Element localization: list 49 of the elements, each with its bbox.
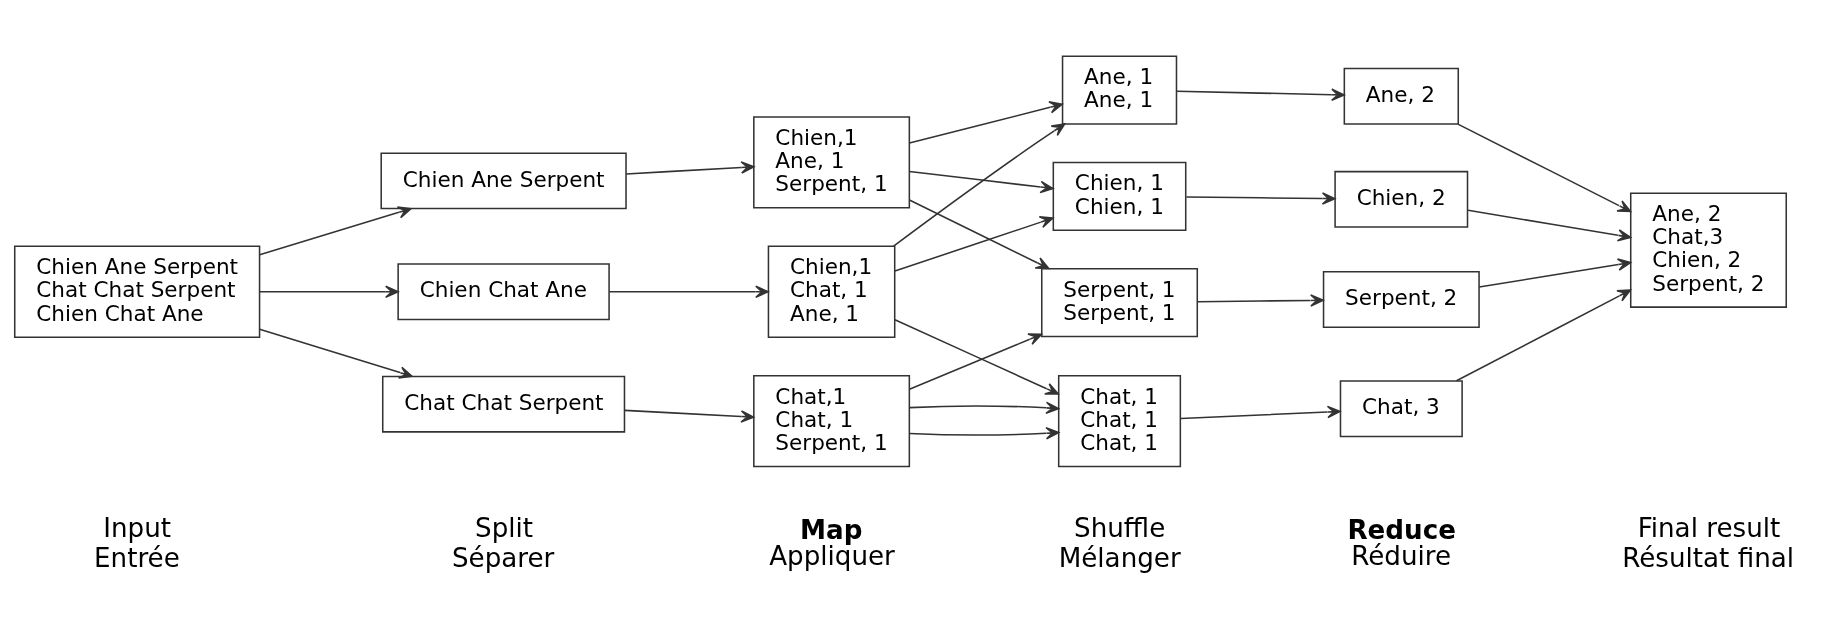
node-box: Chat Chat Serpent [381, 375, 626, 433]
arrow [908, 170, 1054, 193]
arrow [1185, 191, 1336, 205]
label: Final result [1637, 512, 1781, 543]
arrow [1478, 257, 1632, 288]
arrow [623, 409, 755, 423]
label: Shuffle [1074, 512, 1166, 543]
arrow [1197, 293, 1324, 307]
node-box: Chien, 1 Chien, 1 [1052, 161, 1187, 231]
node-box: Chien Chat Ane [397, 262, 610, 320]
arrow [1467, 209, 1632, 242]
arrow [908, 198, 1050, 269]
arrow [625, 160, 755, 175]
label: Séparer [452, 542, 555, 573]
label: Map [800, 514, 863, 545]
arrow [608, 284, 769, 298]
node-box: Serpent, 2 [1322, 270, 1480, 328]
arrow [908, 100, 1063, 144]
arrow [1180, 405, 1341, 419]
node-box: Serpent, 1 Serpent, 1 [1041, 267, 1199, 337]
arrow [892, 122, 1066, 247]
node-box: Ane, 2 [1343, 67, 1460, 125]
arrow [894, 215, 1054, 272]
node-box: Ane, 1 Ane, 1 [1061, 54, 1178, 125]
node-box: Chat, 3 [1339, 379, 1463, 437]
arrow [1457, 122, 1632, 212]
node-box: Chat,1 Chat, 1 Serpent, 1 [753, 374, 911, 467]
arrow [908, 332, 1043, 390]
label: Input [103, 512, 171, 543]
arrow [258, 327, 413, 379]
arrow [908, 426, 1060, 440]
arrow [258, 284, 399, 298]
label: Résultat final [1622, 542, 1795, 573]
label: Entrée [94, 542, 180, 573]
node-box: Chien,1 Chat, 1 Ane, 1 [767, 245, 896, 338]
arrow [1455, 288, 1632, 382]
label: Réduire [1351, 540, 1452, 571]
arrow [258, 205, 412, 256]
node-box: Chien,1 Ane, 1 Serpent, 1 [753, 115, 911, 209]
node-box: Chien, 2 [1334, 170, 1469, 228]
arrow [1176, 87, 1345, 101]
label: Split [475, 512, 534, 543]
node-box: Ane, 2 Chat,3 Chien, 2 Serpent, 2 [1629, 191, 1787, 308]
node-box: Chien Ane Serpent [380, 151, 627, 209]
node-box: Chat, 1 Chat, 1 Chat, 1 [1057, 374, 1182, 467]
label: Mélanger [1058, 542, 1181, 573]
arrow [894, 318, 1059, 395]
arrow [908, 401, 1060, 414]
node-box: Chien Ane Serpent Chat Chat Serpent Chien Chat Ane [13, 245, 261, 338]
